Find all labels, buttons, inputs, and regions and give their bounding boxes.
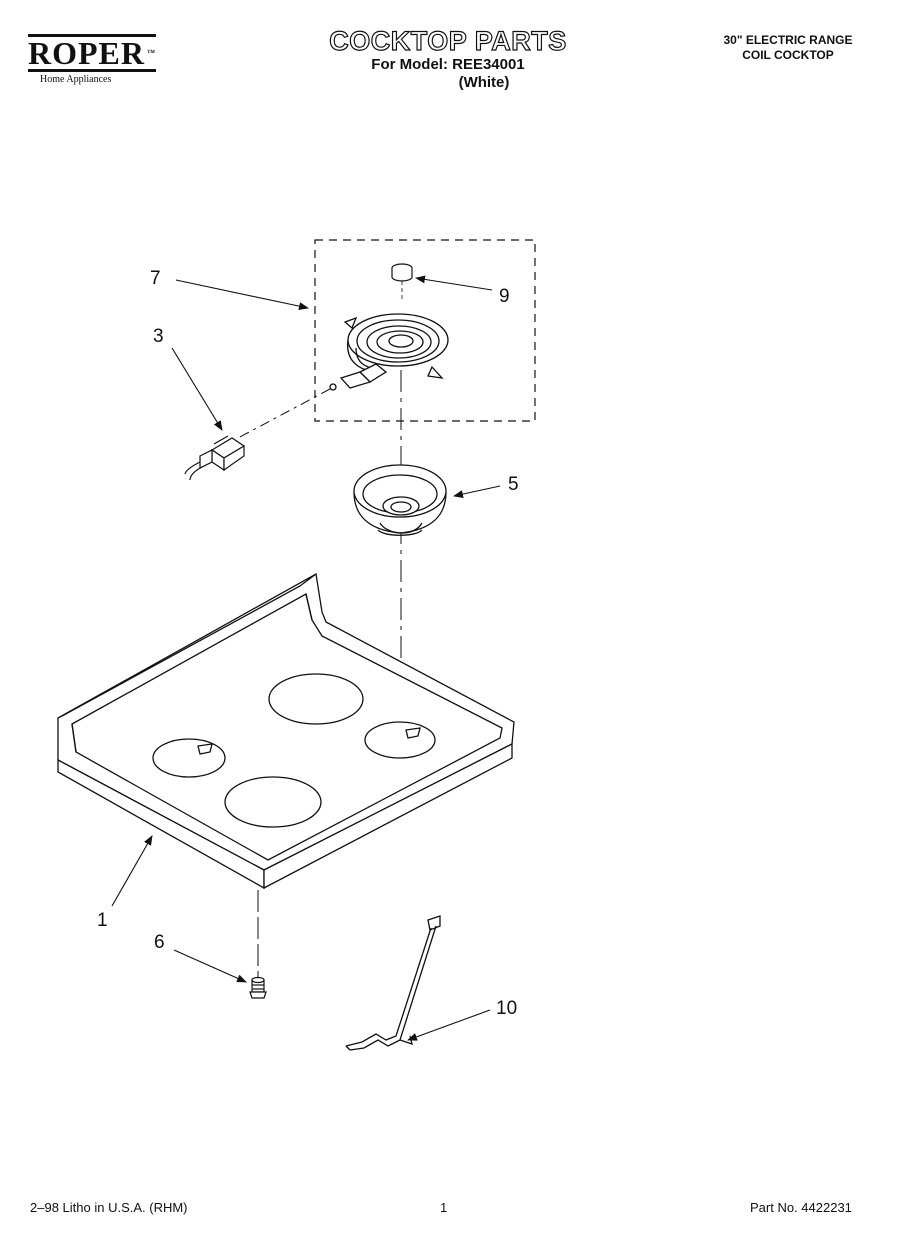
leader-1 bbox=[111, 835, 153, 907]
range-line-2: COIL COCKTOP bbox=[742, 48, 834, 62]
page-title: COCKTOP PARTS bbox=[329, 25, 567, 56]
title-block: COCKTOP PARTS For Model: REE34001 (White… bbox=[300, 25, 596, 92]
callout-9: 9 bbox=[499, 286, 510, 307]
part-7-coil-element bbox=[329, 313, 449, 391]
part-number: Part No. 4422231 bbox=[750, 1200, 852, 1215]
part-9-element-cap bbox=[391, 263, 413, 300]
brand-tagline: Home Appliances bbox=[40, 74, 112, 85]
leader-7 bbox=[175, 279, 309, 311]
element-assembly-dashed-box bbox=[314, 239, 536, 422]
part-10-support-rod bbox=[345, 915, 441, 1051]
trademark-mark: ™ bbox=[147, 48, 156, 57]
part-5-drip-bowl bbox=[353, 464, 447, 536]
leader-10 bbox=[407, 1009, 491, 1041]
callout-5: 5 bbox=[508, 474, 519, 495]
terminal-connection-line bbox=[237, 388, 331, 439]
leader-5 bbox=[453, 485, 501, 498]
range-line-1: 30" ELECTRIC RANGE bbox=[723, 33, 853, 47]
callout-7: 7 bbox=[150, 268, 161, 289]
color-line: (White) bbox=[458, 74, 510, 91]
brand-name: ROPER bbox=[28, 35, 145, 71]
callout-10: 10 bbox=[496, 998, 517, 1019]
leader-3 bbox=[171, 347, 223, 431]
callout-3: 3 bbox=[153, 326, 164, 347]
model-line: For Model: REE34001 bbox=[371, 56, 525, 73]
printing-info: 2–98 Litho in U.S.A. (RHM) bbox=[30, 1200, 188, 1215]
page-number: 1 bbox=[440, 1200, 448, 1215]
part-3-receptacle bbox=[184, 435, 246, 481]
part-6-screw bbox=[249, 976, 267, 999]
callout-6: 6 bbox=[154, 932, 165, 953]
leader-6 bbox=[173, 949, 247, 983]
part-1-cooktop bbox=[57, 572, 515, 890]
leader-9 bbox=[415, 275, 493, 291]
callout-1: 1 bbox=[97, 910, 108, 931]
range-description: 30" ELECTRIC RANGE COIL COCKTOP bbox=[688, 33, 888, 63]
